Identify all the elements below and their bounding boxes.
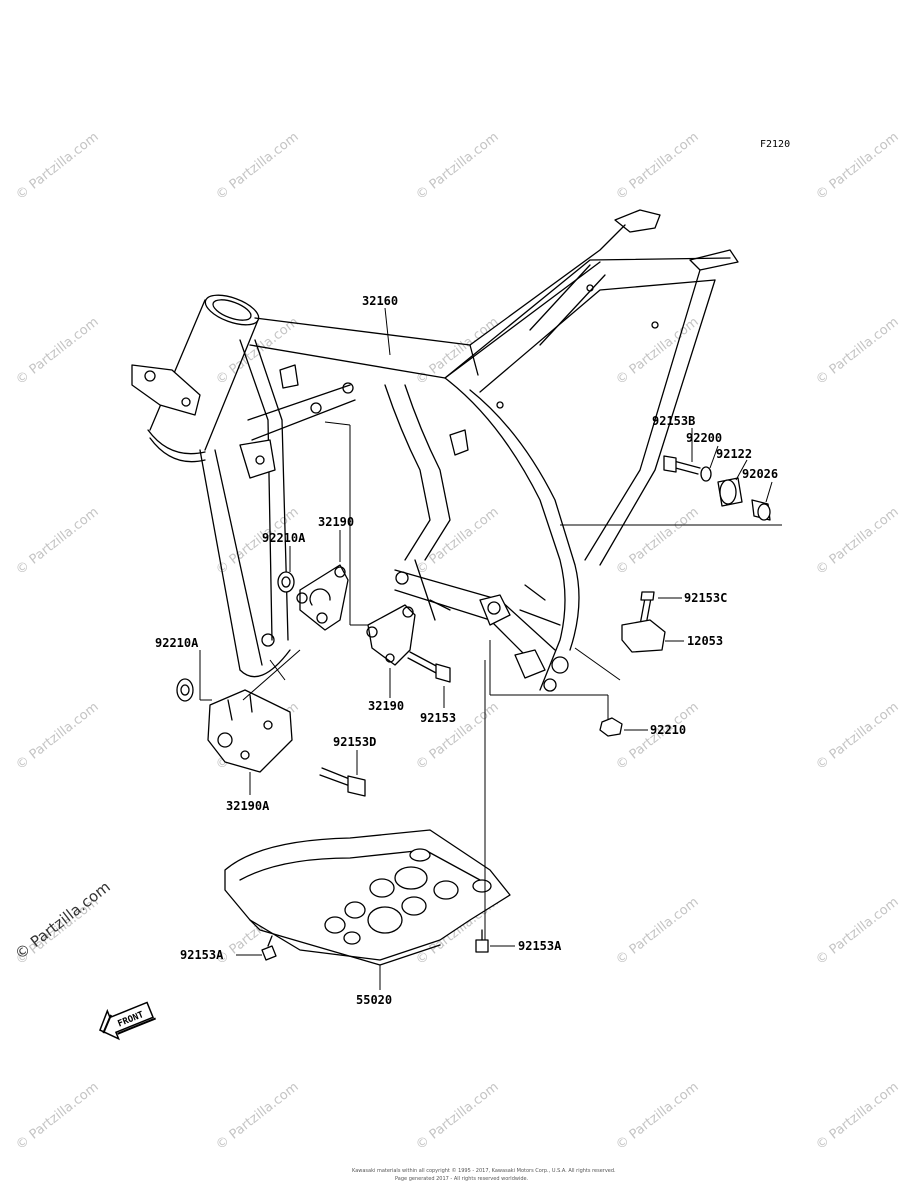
damper-92122[interactable] xyxy=(717,477,743,507)
side-watermark: © Partzilla.com xyxy=(11,878,113,963)
frame-32160[interactable] xyxy=(131,209,739,692)
watermark-text: © Partzilla.com xyxy=(813,895,901,969)
label-92200[interactable]: 92200 xyxy=(686,431,722,445)
watermark-text: © Partzilla.com xyxy=(613,895,701,969)
watermark-grid: © Partzilla.com © Partzilla.com © Partzill… xyxy=(13,130,901,1154)
label-55020[interactable]: 55020 xyxy=(356,993,392,1007)
label-92153A-right[interactable]: 92153A xyxy=(518,939,562,953)
watermark-text: © Partzilla.com xyxy=(813,505,901,579)
bolt-92153[interactable] xyxy=(407,651,451,683)
collar-92210A-upper[interactable] xyxy=(277,571,295,593)
watermark-text: © Partzilla.com xyxy=(613,1080,701,1154)
label-92153B[interactable]: 92153B xyxy=(652,414,695,428)
label-92153A-left[interactable]: 92153A xyxy=(180,948,224,962)
front-direction-arrow: FRONT xyxy=(99,1001,157,1041)
label-32190-rear[interactable]: 32190 xyxy=(368,699,404,713)
engine-mount-32190A[interactable] xyxy=(207,689,293,773)
label-32190-front[interactable]: 32190 xyxy=(318,515,354,529)
label-92153D[interactable]: 92153D xyxy=(333,735,376,749)
watermark-text: © Partzilla.com xyxy=(813,700,901,774)
watermark-text: © Partzilla.com xyxy=(413,1080,501,1154)
engine-mount-32190-front[interactable] xyxy=(296,564,349,631)
watermark-text: © Partzilla.com xyxy=(13,130,101,204)
label-92210A-lower[interactable]: 92210A xyxy=(155,636,199,650)
engine-mount-32190-rear[interactable] xyxy=(366,604,416,666)
watermark-text: © Partzilla.com xyxy=(613,505,701,579)
bolt-92153C[interactable] xyxy=(639,591,655,626)
bolt-92153A-left[interactable] xyxy=(261,935,277,961)
label-92210A-upper[interactable]: 92210A xyxy=(262,531,306,545)
watermark-text: © Partzilla.com xyxy=(813,130,901,204)
watermark-text: © Partzilla.com xyxy=(13,505,101,579)
block-12053[interactable] xyxy=(621,619,666,653)
watermark-text: © Partzilla.com xyxy=(413,505,501,579)
skid-plate-55020[interactable] xyxy=(224,829,511,966)
nut-92210[interactable] xyxy=(599,717,623,737)
label-92153C[interactable]: 92153C xyxy=(684,591,727,605)
leader-lines xyxy=(199,307,782,990)
bolt-92153D[interactable] xyxy=(319,767,366,797)
label-32190A[interactable]: 32190A xyxy=(226,799,270,813)
copyright-line-1: Kawasaki materials within all copyright … xyxy=(352,1167,616,1174)
copyright-line-2: Page generated 2017 - All rights reserve… xyxy=(395,1176,529,1182)
watermark-text: © Partzilla.com xyxy=(813,1080,901,1154)
watermark-text: © Partzilla.com xyxy=(413,130,501,204)
label-92210[interactable]: 92210 xyxy=(650,723,686,737)
watermark-text: © Partzilla.com xyxy=(13,315,101,389)
label-12053[interactable]: 12053 xyxy=(687,634,723,648)
bolt-92153A-right[interactable] xyxy=(475,929,489,953)
collar-92210A-lower[interactable] xyxy=(176,678,194,702)
label-92153[interactable]: 92153 xyxy=(420,711,456,725)
label-92026[interactable]: 92026 xyxy=(742,467,778,481)
watermark-text: © Partzilla.com xyxy=(213,130,301,204)
part-labels: 32160 92153B 92200 92122 92026 92210A 32… xyxy=(155,294,778,1007)
watermark-text: © Partzilla.com xyxy=(13,700,101,774)
washer-92200[interactable] xyxy=(700,466,712,482)
diagram-reference: F2120 xyxy=(760,139,790,150)
watermark-text: © Partzilla.com xyxy=(213,1080,301,1154)
watermark-text: © Partzilla.com xyxy=(13,1080,101,1154)
watermark-text: © Partzilla.com xyxy=(413,315,501,389)
label-32160[interactable]: 32160 xyxy=(362,294,398,308)
label-92122[interactable]: 92122 xyxy=(716,447,752,461)
watermark-text: © Partzilla.com xyxy=(813,315,901,389)
watermark-text: © Partzilla.com xyxy=(613,130,701,204)
collar-92026[interactable] xyxy=(751,499,771,521)
bolt-92153B[interactable] xyxy=(663,455,701,475)
